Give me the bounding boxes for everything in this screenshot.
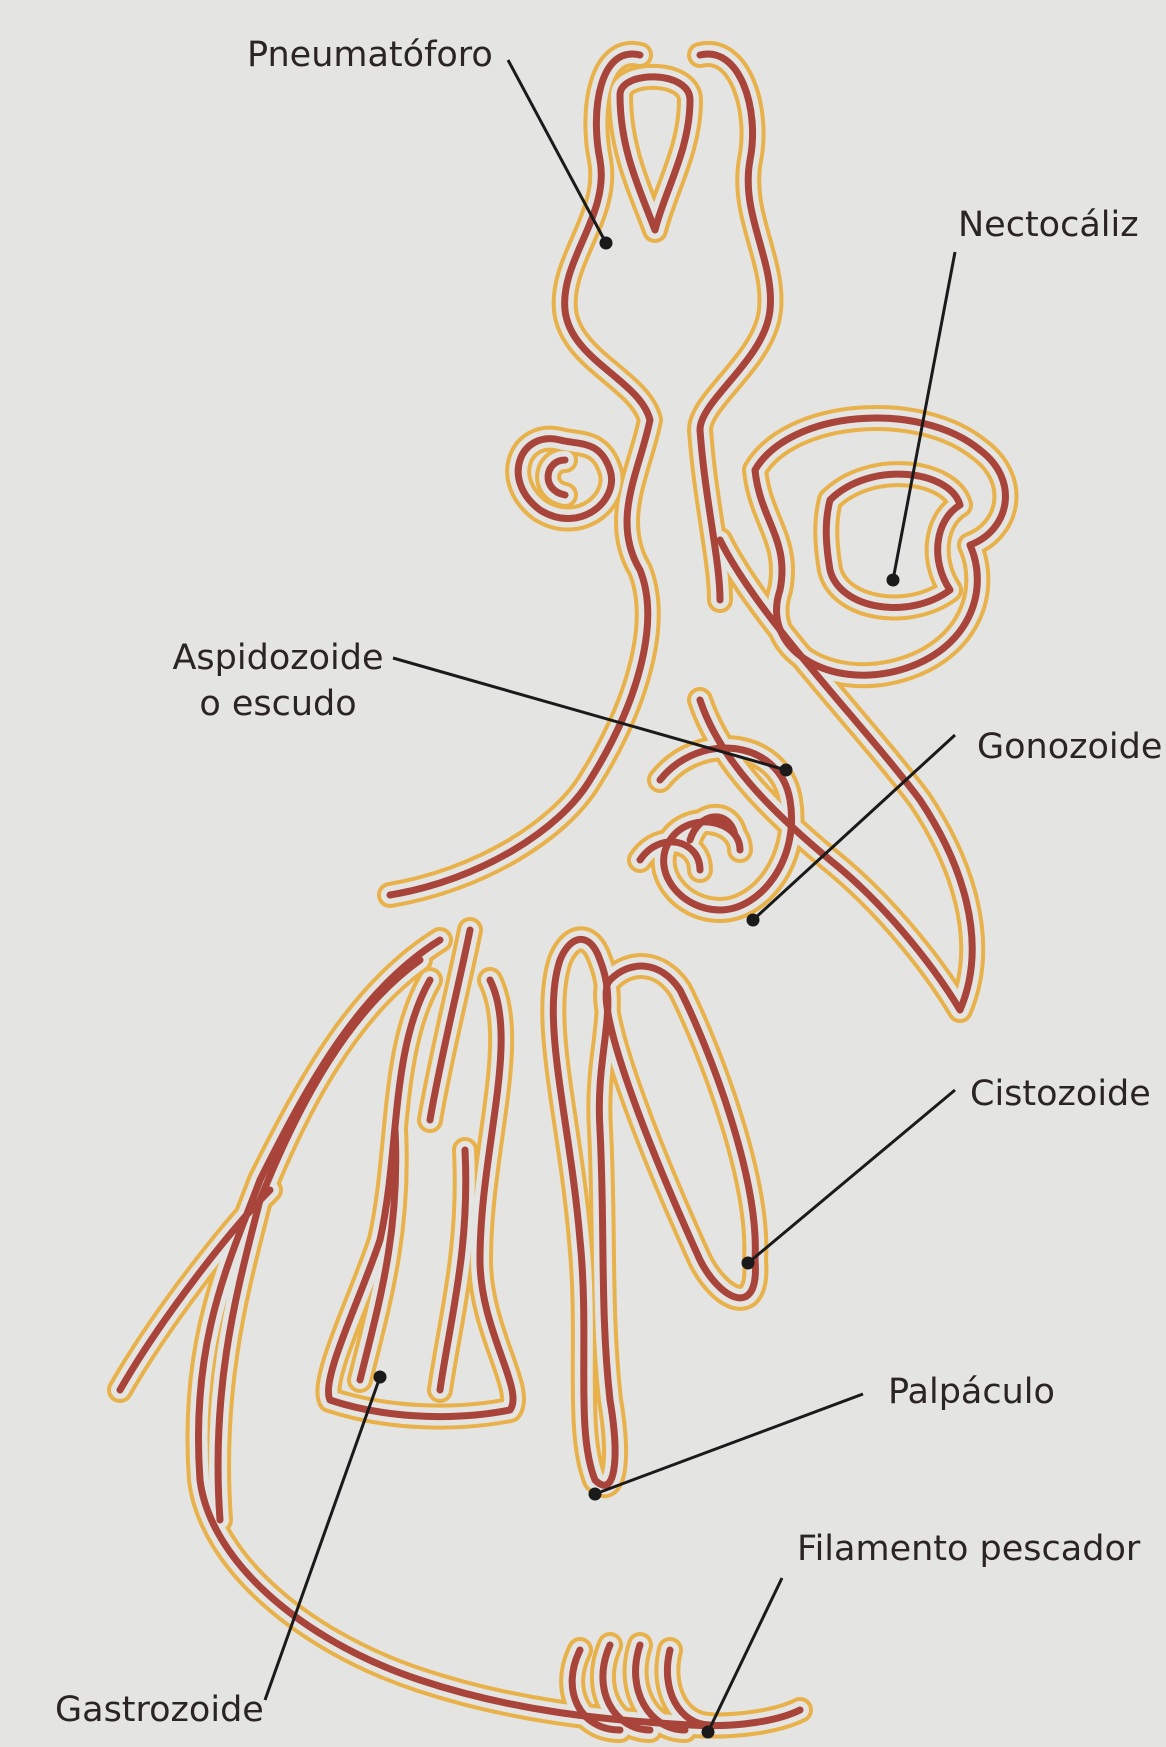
label-aspidozoide-line1: Aspidozoide: [163, 636, 393, 682]
label-aspidozoide-line2: o escudo: [163, 682, 393, 728]
dot-palpaculo: [590, 1489, 600, 1499]
dot-gonozoide: [748, 915, 758, 925]
label-gastrozoide: Gastrozoide: [55, 1693, 264, 1728]
dot-gastrozoide: [375, 1372, 385, 1382]
label-palpaculo: Palpáculo: [888, 1375, 1055, 1410]
dot-cistozoide: [743, 1258, 753, 1268]
label-nectocaliz: Nectocáliz: [958, 208, 1139, 243]
label-pneumatoforo: Pneumatóforo: [247, 38, 493, 73]
label-aspidozoide: Aspidozoide o escudo: [163, 636, 393, 727]
dot-filamento: [703, 1727, 713, 1737]
dot-pneumatoforo: [601, 238, 611, 248]
dot-nectocaliz: [888, 575, 898, 585]
dot-aspidozoide: [781, 765, 791, 775]
leader-aspidozoide: [393, 658, 786, 770]
label-gonozoide: Gonozoide: [977, 730, 1162, 765]
leader-palpaculo: [595, 1394, 863, 1494]
leader-cistozoide: [748, 1090, 955, 1263]
label-cistozoide: Cistozoide: [970, 1077, 1151, 1112]
label-filamento: Filamento pescador: [797, 1532, 1140, 1567]
